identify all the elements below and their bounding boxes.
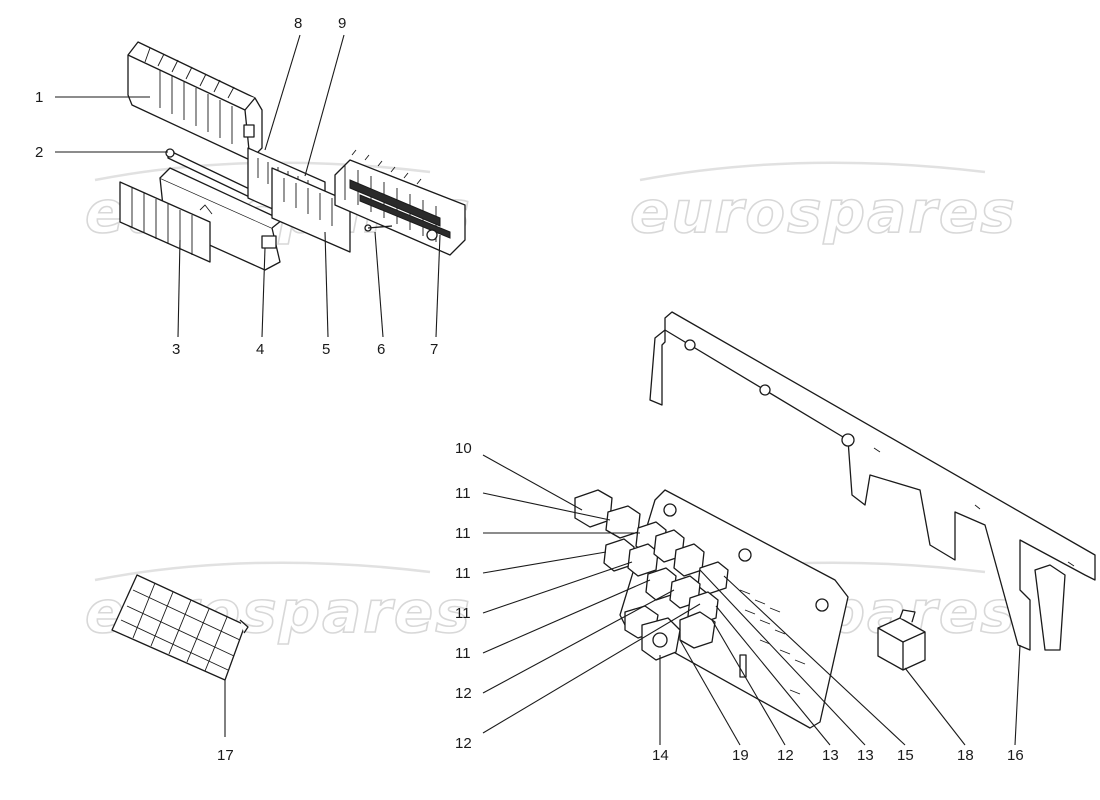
callout-19: 19 <box>732 747 749 764</box>
leader-12a <box>482 589 675 694</box>
callout-1: 1 <box>35 89 43 106</box>
standalone-relay <box>877 609 926 671</box>
leader-3 <box>177 239 181 338</box>
leader-5 <box>324 231 329 338</box>
callout-7: 7 <box>430 341 438 358</box>
callout-13: 13 <box>857 747 874 764</box>
leader-11a <box>482 492 611 521</box>
leader-12c <box>711 619 786 746</box>
leader-lines <box>55 34 1021 746</box>
callout-11: 11 <box>455 565 471 582</box>
mounting-bracket <box>649 311 1096 651</box>
leader-18 <box>904 667 966 746</box>
callout-12: 12 <box>455 735 472 752</box>
fuse-block-assembly <box>334 149 466 256</box>
leader-9 <box>304 34 345 177</box>
leader-4 <box>261 247 266 338</box>
callout-16: 16 <box>1007 747 1024 764</box>
leader-8 <box>264 34 301 151</box>
leader-7 <box>435 234 441 338</box>
callout-6: 6 <box>377 341 385 358</box>
leader-10 <box>482 454 583 511</box>
callout-15: 15 <box>897 747 914 764</box>
watermark-top-right: eurospares <box>629 161 1017 247</box>
leader-15 <box>723 575 906 746</box>
callout-11: 11 <box>455 525 471 542</box>
leader-11c <box>482 551 607 574</box>
fuse-strip-plate <box>119 181 211 263</box>
callout-12: 12 <box>455 685 472 702</box>
callout-9: 9 <box>338 15 346 32</box>
callout-8: 8 <box>294 15 302 32</box>
callout-13: 13 <box>822 747 839 764</box>
callout-5: 5 <box>322 341 330 358</box>
leader-6 <box>374 231 384 338</box>
callout-10: 10 <box>455 440 472 457</box>
callout-18: 18 <box>957 747 974 764</box>
watermark-text: eurospares <box>630 178 1017 246</box>
leader-11d <box>482 561 633 614</box>
callout-11: 11 <box>455 605 471 622</box>
callout-14: 14 <box>652 747 669 764</box>
fuse-box-cover <box>127 41 263 161</box>
callout-11: 11 <box>455 645 471 662</box>
callout-17: 17 <box>217 747 234 764</box>
leader-16 <box>1014 644 1021 746</box>
contact-plate-9 <box>271 167 351 253</box>
callout-numbers: 1 2 3 4 5 6 7 8 9 17 10 11 11 11 11 11 1… <box>35 15 1024 764</box>
callout-2: 2 <box>35 144 43 161</box>
callout-11: 11 <box>455 485 471 502</box>
leader-12b <box>482 603 701 734</box>
leader-13b <box>699 569 866 746</box>
callout-3: 3 <box>172 341 180 358</box>
leader-11e <box>482 579 651 654</box>
leader-13a <box>715 605 831 746</box>
callout-12: 12 <box>777 747 794 764</box>
leader-19 <box>679 639 741 746</box>
callout-4: 4 <box>256 341 264 358</box>
fuse-base-housing <box>159 167 283 271</box>
